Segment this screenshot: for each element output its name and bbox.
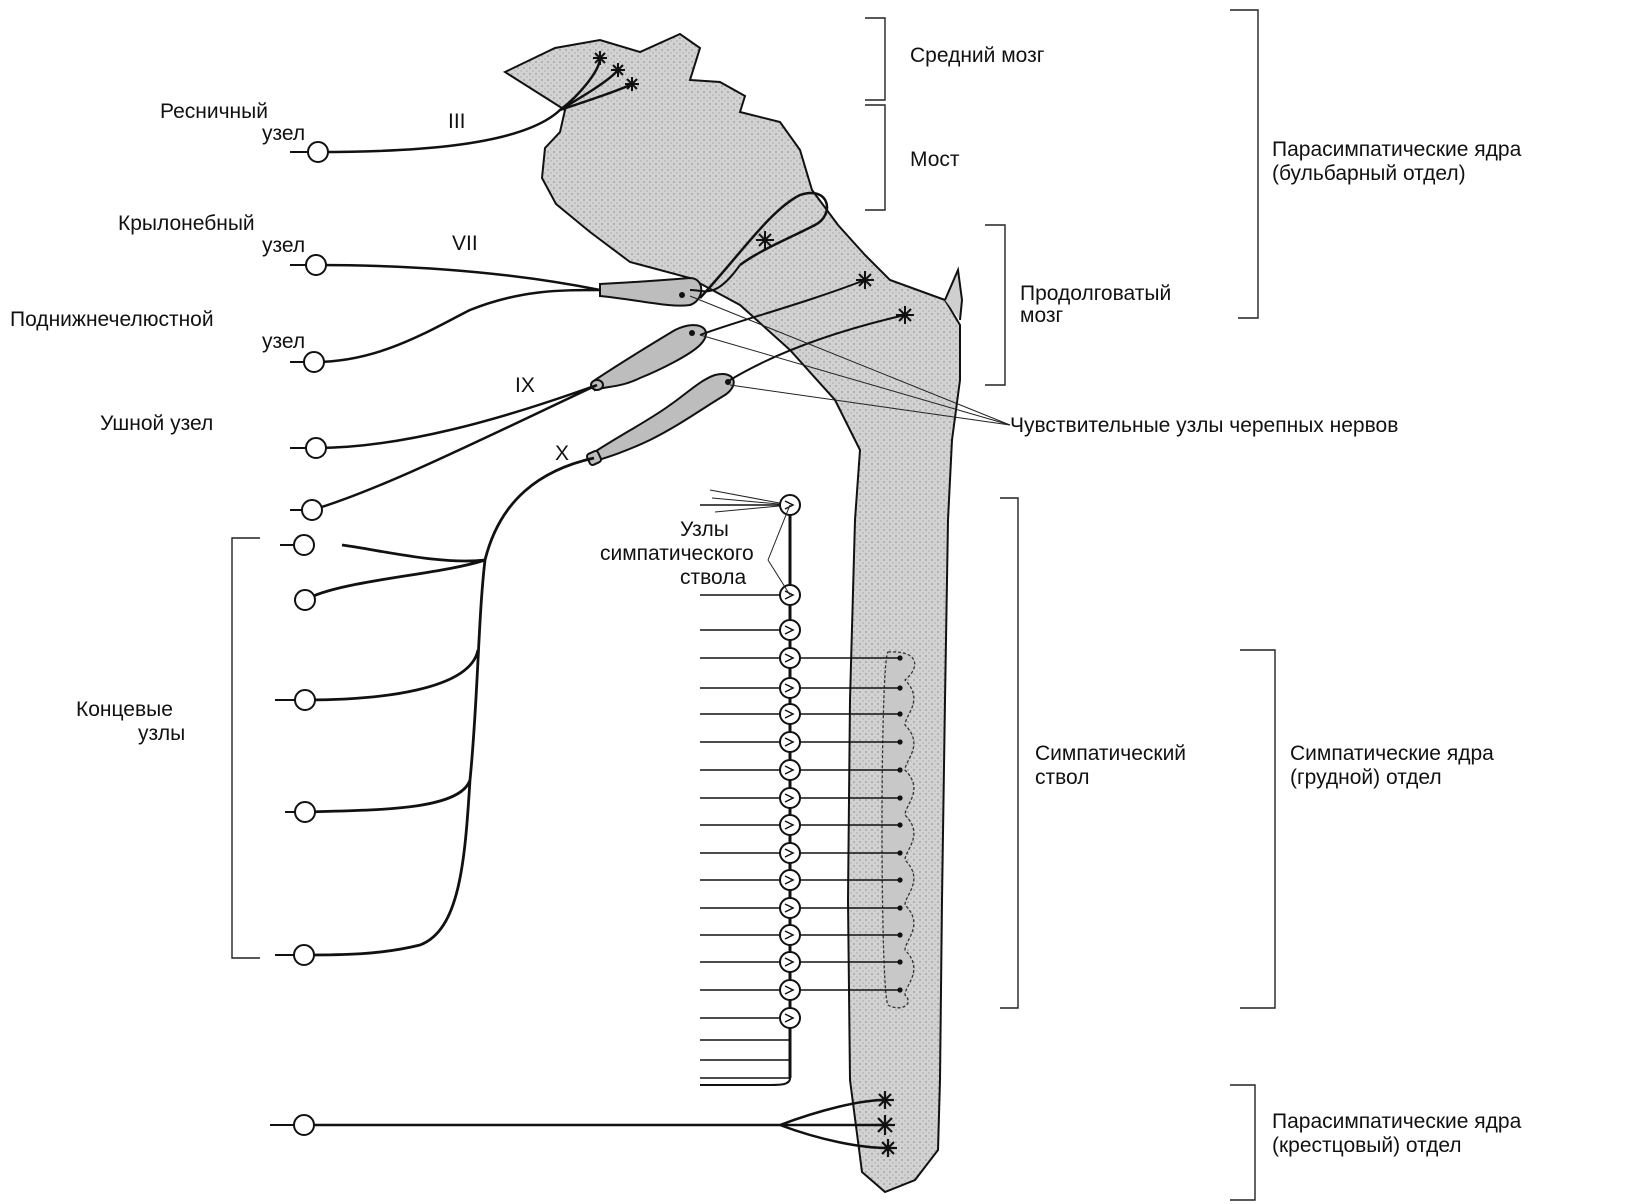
label-ciliary-line2: узел bbox=[262, 122, 305, 145]
label-parasym-bulbar-line1: Парасимпатические ядра bbox=[1272, 138, 1522, 161]
vii-sensory-ganglion bbox=[600, 278, 701, 306]
nucleus-dot bbox=[897, 822, 902, 827]
label-nerve-ix: IX bbox=[515, 374, 535, 397]
label-nerve-vii: VII bbox=[452, 232, 478, 255]
nucleus-dot bbox=[897, 767, 902, 772]
nucleus-dot bbox=[897, 711, 902, 716]
label-parasym-bulbar-line2: (бульбарный отдел) bbox=[1272, 162, 1466, 185]
bracket-medulla bbox=[985, 225, 1005, 385]
bracket-parasym-sacral bbox=[1230, 1085, 1255, 1200]
sympathetic-ganglion-icon bbox=[780, 980, 800, 1000]
sympathetic-ganglion-icon bbox=[780, 843, 800, 863]
label-medulla-line1: Продолговатый bbox=[1020, 282, 1171, 305]
nucleus-dot bbox=[897, 739, 902, 744]
bracket-symp-trunk bbox=[1000, 498, 1018, 1008]
sympathetic-ganglion-icon bbox=[780, 898, 800, 918]
bracket-parasym-bulbar bbox=[1230, 10, 1258, 318]
nucleus-dot bbox=[897, 905, 902, 910]
sympathetic-ganglion-icon bbox=[780, 952, 800, 972]
label-submandibular-line2: узел bbox=[262, 330, 305, 353]
nucleus-dot bbox=[897, 877, 902, 882]
nucleus-dot bbox=[897, 685, 902, 690]
sympathetic-ganglion-icon bbox=[780, 678, 800, 698]
submandibular-ganglion-icon bbox=[304, 352, 324, 372]
label-sensory-ganglia: Чувствительные узлы черепных нервов bbox=[1010, 414, 1398, 437]
ix-sensory-ganglion bbox=[595, 325, 706, 390]
sympathetic-ganglion-icon bbox=[780, 925, 800, 945]
sympathetic-ganglion-icon bbox=[780, 648, 800, 668]
label-symp-trunk-nodes-line1: Узлы bbox=[680, 518, 729, 541]
sympathetic-ganglion-icon bbox=[780, 732, 800, 752]
label-symp-nuclei-line1: Симпатические ядра bbox=[1290, 742, 1494, 765]
nerve-vii-submandibular bbox=[314, 290, 600, 362]
sympathetic-ganglion-icon bbox=[780, 870, 800, 890]
sympathetic-ganglion-icon bbox=[780, 1008, 800, 1028]
nucleus-dot bbox=[897, 987, 902, 992]
otic-ganglion-icon bbox=[306, 438, 326, 458]
nucleus-dot bbox=[897, 655, 902, 660]
label-symp-trunk-nodes-line3: ствола bbox=[680, 566, 747, 589]
label-pterygopalatine-line2: узел bbox=[262, 234, 305, 257]
sympathetic-ganglion-icon bbox=[780, 760, 800, 780]
label-parasym-sacral-line2: (крестцовый) отдел bbox=[1272, 1134, 1462, 1157]
terminal-ganglion-icon bbox=[294, 945, 314, 965]
bracket-pons bbox=[865, 105, 885, 210]
terminal-ganglion-icon bbox=[295, 590, 315, 610]
label-otic: Ушной узел bbox=[100, 412, 213, 435]
sympathetic-ganglion-icon bbox=[780, 704, 800, 724]
sympathetic-ganglion-icon bbox=[780, 620, 800, 640]
nucleus-dot bbox=[897, 932, 902, 937]
label-symp-trunk-line1: Симпатический bbox=[1035, 742, 1186, 765]
label-terminal-nodes-line1: Концевые bbox=[76, 698, 173, 721]
label-symp-trunk-nodes-line2: симпатического bbox=[600, 542, 754, 565]
label-terminal-nodes-line2: узлы bbox=[138, 722, 185, 745]
nerve-x bbox=[304, 458, 594, 955]
sympathetic-ganglion-icon bbox=[780, 788, 800, 808]
bracket-terminal-nodes bbox=[232, 538, 260, 958]
label-ciliary-line1: Ресничный bbox=[160, 100, 268, 123]
nerve-vii bbox=[316, 265, 600, 290]
label-parasym-sacral-line1: Парасимпатические ядра bbox=[1272, 1110, 1522, 1133]
bracket-midbrain bbox=[865, 18, 885, 100]
label-symp-nuclei-line2: (грудной) отдел bbox=[1290, 766, 1442, 789]
ix-ganglion-icon bbox=[302, 500, 322, 520]
bracket-symp-nuclei bbox=[1240, 650, 1275, 1008]
nucleus-dot bbox=[897, 959, 902, 964]
label-submandibular-line1: Поднижнечелюстной bbox=[10, 308, 214, 331]
label-pons: Мост bbox=[910, 148, 960, 171]
sacral-parasympathetic-nerve bbox=[314, 1100, 888, 1148]
nucleus-dot bbox=[897, 795, 902, 800]
sacral-terminal-ganglion-icon bbox=[294, 1115, 314, 1135]
nucleus-dot bbox=[897, 850, 902, 855]
ciliary-ganglion-icon bbox=[308, 142, 328, 162]
pterygopalatine-ganglion-icon bbox=[306, 255, 326, 275]
terminal-ganglion-icon bbox=[295, 690, 315, 710]
terminal-ganglion-icon bbox=[294, 535, 314, 555]
label-midbrain: Средний мозг bbox=[910, 44, 1045, 67]
label-symp-trunk-line2: ствол bbox=[1035, 766, 1090, 789]
label-nerve-iii: III bbox=[448, 110, 466, 133]
label-nerve-x: X bbox=[555, 442, 569, 465]
label-pterygopalatine-line1: Крылонебный bbox=[118, 212, 255, 235]
label-medulla-line2: мозг bbox=[1020, 304, 1064, 327]
sympathetic-ganglion-icon bbox=[780, 815, 800, 835]
terminal-ganglion-icon bbox=[295, 802, 315, 822]
